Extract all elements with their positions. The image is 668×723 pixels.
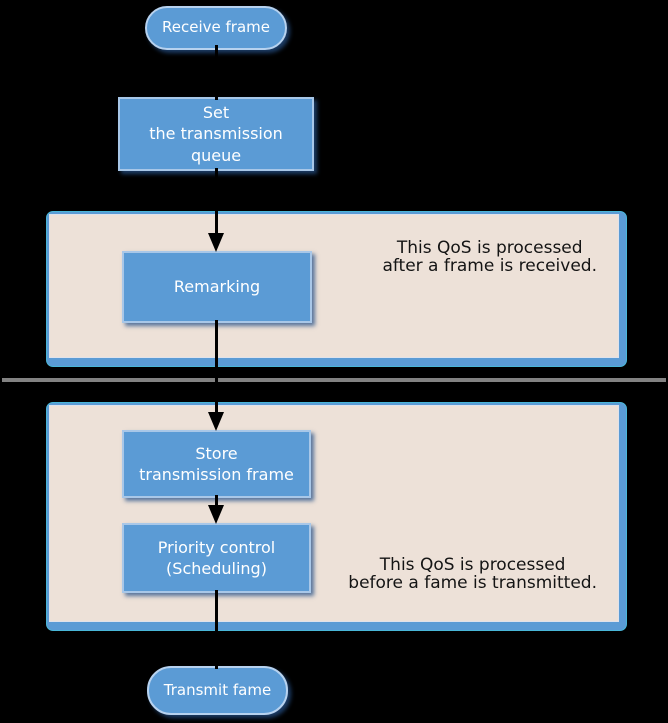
node-label-line: the transmission	[149, 124, 283, 144]
node-transmit-fame: Transmit fame	[147, 666, 288, 715]
annotation-line: after a frame is received.	[382, 256, 597, 276]
node-label-line: Store	[195, 443, 238, 463]
arrowhead-down-icon	[208, 505, 224, 524]
annotation-line: This QoS is processed	[396, 238, 583, 258]
connector-priority-to-transmit	[215, 590, 218, 669]
section-divider	[2, 378, 666, 382]
annotation-before-transmit: This QoS is processed before a fame is t…	[348, 556, 597, 592]
connector-receive-to-set	[215, 45, 218, 100]
annotation-line: before a fame is transmitted.	[348, 573, 597, 593]
arrowhead-down-icon	[208, 233, 224, 252]
arrowhead-down-icon	[208, 412, 224, 431]
connector-store-to-priority	[215, 495, 218, 507]
node-remarking: Remarking	[122, 251, 312, 323]
node-label: Remarking	[173, 277, 261, 297]
node-priority-control: Priority control (Scheduling)	[122, 523, 311, 593]
annotation-line: This QoS is processed	[379, 555, 566, 575]
node-set-queue: Set the transmission queue	[118, 97, 314, 171]
node-receive-frame: Receive frame	[145, 6, 287, 50]
node-label-line: transmission frame	[139, 465, 294, 484]
node-label-line: Set	[202, 103, 230, 123]
node-label: Receive frame	[162, 18, 270, 37]
annotation-after-receive: This QoS is processed after a frame is r…	[382, 239, 597, 275]
panel-after-receive	[46, 211, 627, 367]
connector-set-to-remarking	[215, 168, 218, 234]
node-label-line: queue	[190, 145, 242, 165]
node-store-frame: Store transmission frame	[122, 430, 311, 498]
node-label-line: Priority control	[157, 537, 276, 557]
node-label-line: (Scheduling)	[166, 559, 267, 578]
node-label: Transmit fame	[163, 680, 272, 699]
connector-remarking-to-store	[215, 320, 218, 414]
